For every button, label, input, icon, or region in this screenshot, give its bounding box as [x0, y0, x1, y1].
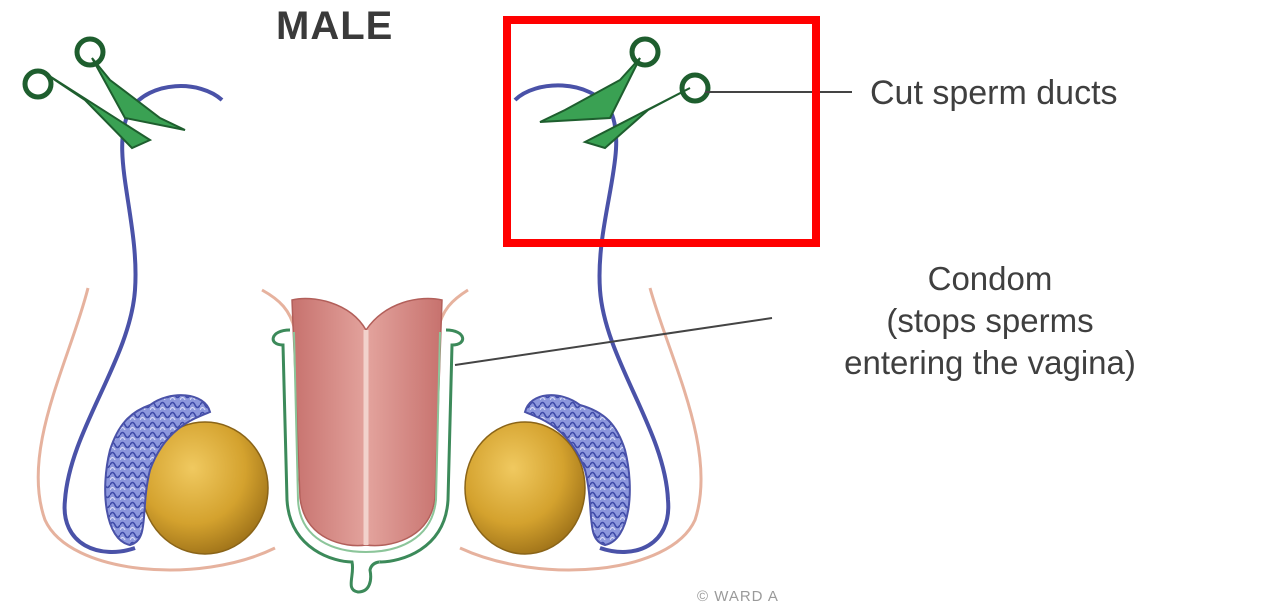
- condom-label-line2: (stops sperms: [730, 300, 1250, 342]
- highlight-box: [507, 20, 816, 243]
- right-scissors-icon: [540, 39, 708, 148]
- condom-leader: [455, 318, 772, 365]
- condom-label-line3: entering the vagina): [730, 342, 1250, 384]
- right-testis: [465, 422, 585, 554]
- diagram-title: MALE: [276, 4, 393, 49]
- condom-label-line1: Condom: [730, 258, 1250, 300]
- left-scissors-icon: [25, 39, 185, 148]
- cut-sperm-ducts-label: Cut sperm ducts: [870, 74, 1118, 113]
- copyright-watermark: © WARD A: [697, 588, 779, 605]
